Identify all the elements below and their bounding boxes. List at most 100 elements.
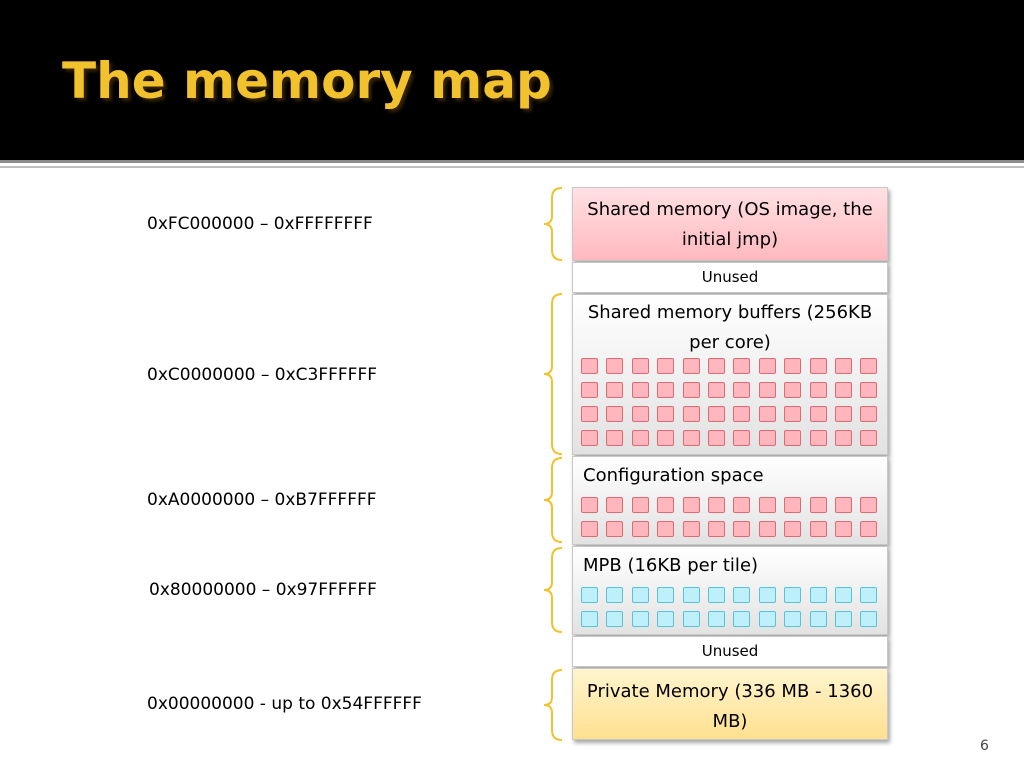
memory-cell (657, 406, 675, 422)
memory-cell (581, 406, 598, 422)
region-config-space: Configuration space (572, 456, 888, 545)
memory-cell (809, 430, 827, 446)
title-divider (0, 160, 1024, 163)
memory-cell (860, 358, 878, 374)
memory-cell (784, 521, 802, 537)
page-number: 6 (980, 738, 989, 754)
memory-cell (657, 430, 675, 446)
memory-cell (784, 587, 802, 603)
memory-cell (860, 382, 878, 398)
memory-cell (733, 406, 751, 422)
region-private: Private Memory (336 MB - 1360 MB) (572, 668, 888, 740)
memory-cell (784, 358, 802, 374)
region-shared-os: Shared memory (OS image, the initial jmp… (572, 187, 888, 261)
region-label-shared-os: Shared memory (OS image, the initial jmp… (587, 199, 873, 250)
memory-cell (581, 521, 598, 537)
memory-cell (707, 430, 725, 446)
memory-cell (733, 587, 751, 603)
memory-cell (606, 497, 624, 513)
memory-cell (834, 358, 852, 374)
memory-cell (682, 406, 700, 422)
memory-cell (631, 611, 649, 627)
memory-cell (758, 406, 776, 422)
memory-cell (834, 587, 852, 603)
memory-cell (733, 358, 751, 374)
memory-cell (834, 497, 852, 513)
memory-cell (581, 382, 598, 398)
memory-cell (784, 430, 802, 446)
memory-cell (809, 497, 827, 513)
memory-cell (758, 611, 776, 627)
memory-cell (809, 406, 827, 422)
memory-cell (581, 430, 598, 446)
memory-cell (631, 521, 649, 537)
memory-cell (733, 521, 751, 537)
memory-cell (758, 587, 776, 603)
memory-cell (682, 497, 700, 513)
memory-cell (606, 406, 624, 422)
memory-cell (682, 358, 700, 374)
memory-cell (809, 358, 827, 374)
memory-cell (682, 587, 700, 603)
memory-cell (682, 521, 700, 537)
memory-cell (834, 430, 852, 446)
memory-cell (631, 587, 649, 603)
memory-cell (733, 382, 751, 398)
mpb-grid (581, 587, 879, 627)
memory-cell (707, 382, 725, 398)
memory-cell (834, 611, 852, 627)
brace-icon (543, 457, 563, 543)
memory-cell (758, 430, 776, 446)
memory-cell (860, 611, 878, 627)
brace-icon (543, 669, 563, 741)
memory-cell (707, 406, 725, 422)
title-divider-thin (0, 166, 1024, 168)
memory-cell (606, 521, 624, 537)
memory-cell (809, 521, 827, 537)
region-label-config-space: Configuration space (583, 465, 764, 486)
memory-cell (657, 587, 675, 603)
memory-cell (834, 406, 852, 422)
brace-icon (543, 547, 563, 633)
memory-cell (733, 497, 751, 513)
memory-cell (707, 497, 725, 513)
memory-cell (631, 358, 649, 374)
memory-cell (606, 382, 624, 398)
title-bar: The memory map (0, 0, 1024, 160)
brace-icon (543, 293, 563, 455)
memory-cell (707, 358, 725, 374)
memory-cell (809, 611, 827, 627)
memory-cell (784, 382, 802, 398)
region-label-unused-upper: Unused (701, 268, 759, 286)
memory-cell (860, 406, 878, 422)
region-mpb: MPB (16KB per tile) (572, 546, 888, 635)
memory-cell (631, 497, 649, 513)
memory-cell (784, 611, 802, 627)
memory-cell (707, 587, 725, 603)
memory-cell (657, 382, 675, 398)
address-label-shared-buffers: 0xC0000000 – 0xC3FFFFFF (147, 365, 377, 385)
memory-cell (581, 611, 598, 627)
brace-icon (543, 187, 563, 261)
memory-cell (682, 382, 700, 398)
memory-cell (758, 382, 776, 398)
memory-cell (733, 611, 751, 627)
memory-cell (758, 358, 776, 374)
config-space-grid (581, 497, 879, 537)
memory-cell (631, 430, 649, 446)
memory-cell (860, 497, 878, 513)
memory-cell (581, 587, 598, 603)
memory-cell (581, 497, 598, 513)
memory-cell (707, 611, 725, 627)
memory-cell (809, 587, 827, 603)
memory-cell (606, 611, 624, 627)
address-label-mpb: 0x80000000 – 0x97FFFFFF (149, 580, 377, 600)
memory-cell (606, 358, 624, 374)
memory-cell (657, 521, 675, 537)
memory-cell (733, 430, 751, 446)
memory-cell (682, 611, 700, 627)
memory-cell (606, 587, 624, 603)
address-label-private: 0x00000000 - up to 0x54FFFFFF (147, 694, 422, 714)
memory-cell (784, 497, 802, 513)
memory-cell (834, 521, 852, 537)
